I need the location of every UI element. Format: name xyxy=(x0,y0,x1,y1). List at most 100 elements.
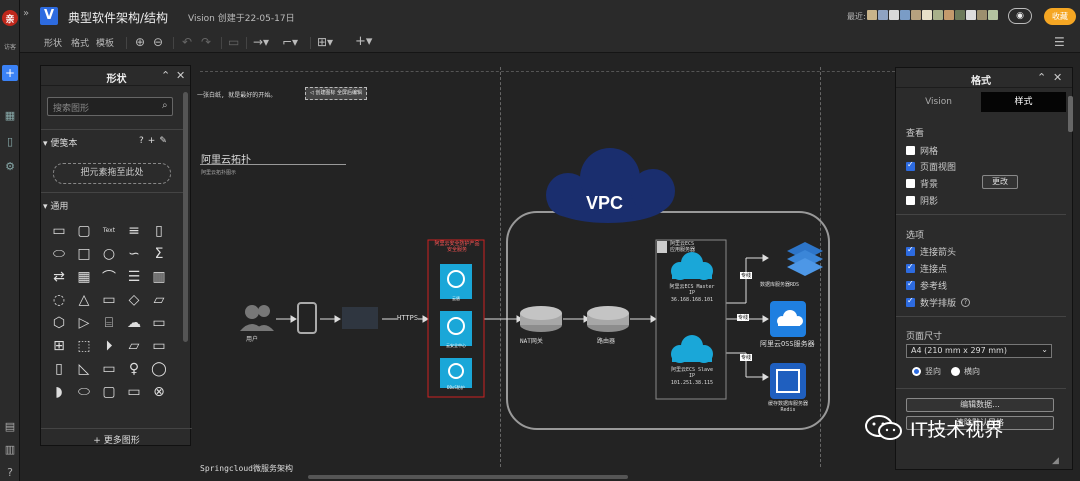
recent-avatar[interactable] xyxy=(878,10,888,20)
list-shape-icon[interactable]: ☰ xyxy=(127,268,141,285)
map-icon[interactable]: ▥ xyxy=(4,443,16,456)
zoom-in-icon[interactable]: ⊕ xyxy=(135,35,146,49)
favorite-button[interactable]: 收藏 xyxy=(1044,8,1076,25)
router-icon[interactable] xyxy=(587,306,629,332)
cylinder-shape-icon[interactable]: ⌸ xyxy=(104,314,114,331)
shape-menu[interactable]: 形状 xyxy=(44,39,63,49)
security-center-icon[interactable] xyxy=(440,311,472,346)
background-checkbox[interactable]: 背景 xyxy=(906,177,938,190)
leaf-shape-icon[interactable]: ◌ xyxy=(52,291,66,308)
checkbox-box[interactable] xyxy=(906,146,915,155)
general-header[interactable]: ▾ 通用 xyxy=(43,199,68,212)
recent-avatar[interactable] xyxy=(944,10,954,20)
clipboard-icon[interactable]: ▯ xyxy=(6,134,14,148)
gear-icon[interactable]: ⚙ xyxy=(5,159,15,173)
connector-style-icon[interactable]: →▾ xyxy=(253,35,270,49)
tape-shape-icon[interactable]: ▱ xyxy=(128,337,140,354)
layout-icon[interactable]: ▤ xyxy=(4,420,16,433)
document-shape-icon[interactable]: ▭ xyxy=(152,314,166,331)
cube-shape-icon[interactable]: ⬚ xyxy=(77,337,91,354)
add-icon[interactable]: + xyxy=(2,65,18,81)
arc-shape-icon[interactable]: ⌒ xyxy=(102,269,116,286)
document-title[interactable]: 典型软件架构/结构 xyxy=(68,11,169,25)
scratchpad-help-icon[interactable]: ? xyxy=(139,136,148,146)
zigzag-shape-icon[interactable]: Σ xyxy=(154,245,164,262)
edit-data-button[interactable]: 编辑数据... xyxy=(906,398,1054,412)
step-shape-icon[interactable]: ⏵ xyxy=(105,337,113,354)
scratchpad-add-icon[interactable]: + xyxy=(147,136,160,146)
guides-checkbox[interactable]: 参考线 xyxy=(906,279,947,292)
list-view-icon[interactable]: ☰ xyxy=(1054,35,1065,49)
security-group-box[interactable] xyxy=(427,239,485,398)
rectangle-shape-icon[interactable]: ▭ xyxy=(52,222,66,239)
triangle-shape-icon[interactable]: △ xyxy=(78,291,90,308)
portrait-radio[interactable]: 竖向 xyxy=(912,366,941,377)
mobile-icon[interactable] xyxy=(297,302,317,334)
calculator-shape-icon[interactable]: ▦ xyxy=(77,268,91,285)
process-shape-icon[interactable]: ▭ xyxy=(102,291,116,308)
circle-shape-icon[interactable]: ○ xyxy=(102,245,116,262)
recent-avatar[interactable] xyxy=(955,10,965,20)
recent-avatar[interactable] xyxy=(900,10,910,20)
shadow-checkbox[interactable]: 阴影 xyxy=(906,194,938,207)
redo-icon[interactable]: ↷ xyxy=(201,35,212,49)
checkbox-box[interactable] xyxy=(906,160,915,171)
frame-shape-icon[interactable]: ▭ xyxy=(127,383,141,400)
checkbox-box[interactable] xyxy=(906,279,915,290)
tab-style[interactable]: 样式 xyxy=(981,92,1066,112)
grid-checkbox[interactable]: 网格 xyxy=(906,144,938,157)
play-shape-icon[interactable]: ▷ xyxy=(78,314,90,331)
help-icon[interactable]: ? xyxy=(961,298,971,307)
display-shape-icon[interactable]: ⬭ xyxy=(78,383,90,400)
collapse-panel-icon[interactable]: ⌃ xyxy=(1037,71,1047,84)
page-shape-icon[interactable]: ▯ xyxy=(155,222,163,239)
cube-icon[interactable]: ▦ xyxy=(4,108,16,122)
scratchpad-header[interactable]: ▾ 便笺本 xyxy=(43,136,77,149)
redis-icon[interactable] xyxy=(770,363,806,399)
help-icon[interactable]: ? xyxy=(7,466,13,479)
container-shape-icon[interactable]: ▢ xyxy=(102,383,116,400)
collapse-icon[interactable]: » xyxy=(23,8,30,19)
connection-points-checkbox[interactable]: 连接点 xyxy=(906,262,947,275)
actor-shape-icon[interactable]: ♀ xyxy=(128,360,140,377)
scratchpad-edit-icon[interactable]: ✎ xyxy=(159,136,171,146)
zoom-out-icon[interactable]: ⊖ xyxy=(153,35,164,49)
recent-avatar[interactable] xyxy=(889,10,899,20)
radio-dot[interactable] xyxy=(912,367,921,376)
undo-icon[interactable]: ↶ xyxy=(182,35,193,49)
diamond-shape-icon[interactable]: ◇ xyxy=(128,291,140,308)
or-shape-icon[interactable]: ◯ xyxy=(151,360,167,377)
connection-arrows-checkbox[interactable]: 连接箭头 xyxy=(906,245,956,258)
speech-bubble-shape-icon[interactable]: ▭ xyxy=(102,360,116,377)
sum-shape-icon[interactable]: ⊗ xyxy=(153,383,165,400)
search-icon[interactable]: ⌕ xyxy=(162,100,168,111)
checkbox-box[interactable] xyxy=(906,262,915,273)
scratchpad-drop-zone[interactable]: 把元素拖至此处 xyxy=(53,163,171,184)
nat-gateway-icon[interactable] xyxy=(520,306,562,332)
template-menu[interactable]: 模板 xyxy=(96,39,115,49)
collapse-panel-icon[interactable]: ⌃ xyxy=(161,69,171,82)
waypoint-icon[interactable]: ⌐▾ xyxy=(282,35,299,49)
intro-button[interactable]: ◁ 创建图标 全屏后编辑 xyxy=(305,87,367,100)
page-view-checkbox[interactable]: 页面视图 xyxy=(906,160,956,173)
recent-avatar[interactable] xyxy=(922,10,932,20)
textbox-shape-icon[interactable]: ≡ xyxy=(128,222,140,239)
user-avatar[interactable]: 亲 xyxy=(2,10,18,26)
checkbox-box[interactable] xyxy=(906,196,915,205)
checkbox-box[interactable] xyxy=(906,179,915,188)
panel-scrollbar[interactable] xyxy=(1068,96,1073,132)
landscape-radio[interactable]: 横向 xyxy=(951,366,980,377)
ecs-slave-cloud-icon[interactable] xyxy=(671,335,713,363)
recent-avatar[interactable] xyxy=(988,10,998,20)
card-shape-icon[interactable]: ▭ xyxy=(152,337,166,354)
resize-handle-icon[interactable]: ◢ xyxy=(1052,456,1059,466)
delete-icon[interactable]: ▭ xyxy=(228,35,240,49)
users-icon[interactable] xyxy=(240,305,274,331)
insert-plus-icon[interactable]: +▾ xyxy=(355,34,373,49)
table-shape-icon[interactable]: ▥ xyxy=(152,268,166,285)
parallelogram-shape-icon[interactable]: ▱ xyxy=(153,291,165,308)
cloud-shape-icon[interactable]: ☁ xyxy=(127,314,141,331)
shape-search-input[interactable]: 搜索图形 xyxy=(47,97,173,116)
internal-storage-shape-icon[interactable]: ⊞ xyxy=(53,337,65,354)
cloud-shield-icon[interactable] xyxy=(440,264,472,299)
